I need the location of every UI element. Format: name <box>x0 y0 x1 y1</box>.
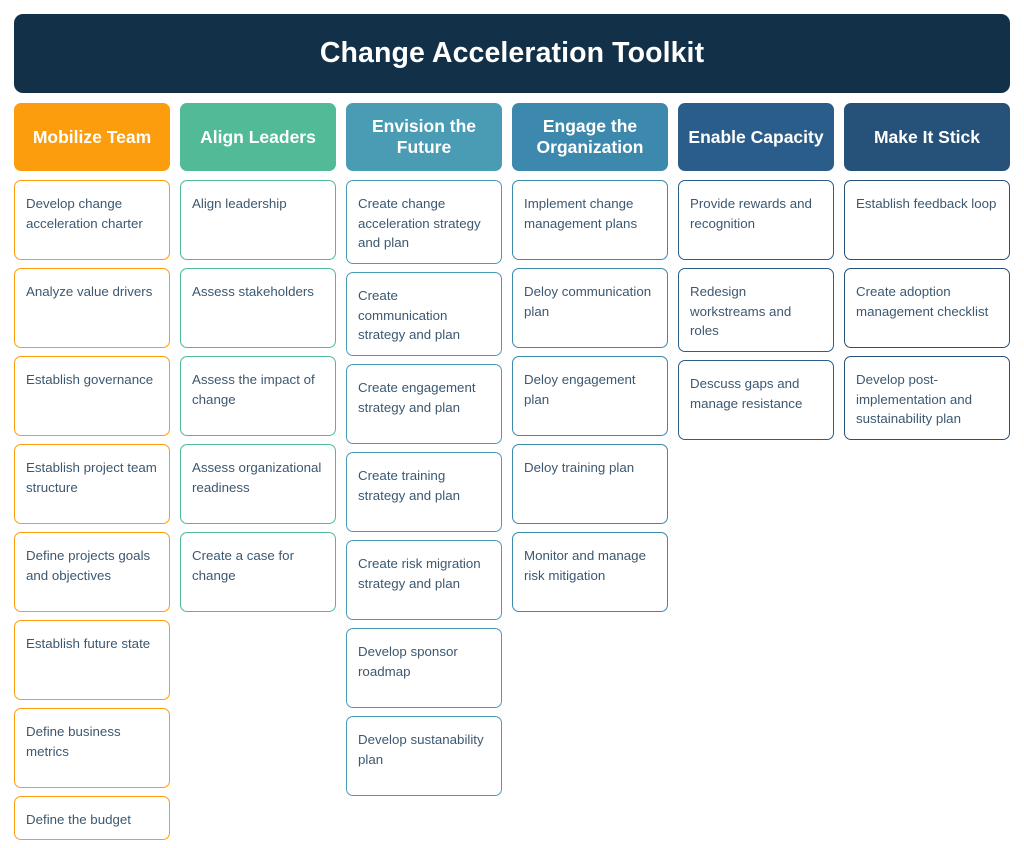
task-card-label: Create training strategy and plan <box>358 468 461 503</box>
column-header-align-leaders[interactable]: Align Leaders <box>180 103 336 171</box>
task-card[interactable]: Assess the impact of change <box>180 356 336 436</box>
task-card[interactable]: Assess organizational readiness <box>180 444 336 524</box>
task-card-label: Establish feedback loop <box>856 196 997 211</box>
task-card[interactable]: Create risk migration strategy and plan <box>346 540 502 621</box>
column-header-label: Engage the Organization <box>536 116 644 157</box>
task-card[interactable]: Create adoption management checklist <box>844 268 1010 348</box>
task-card-label: Develop change acceleration charter <box>26 196 143 231</box>
task-card-label: Create risk migration strategy and plan <box>358 556 481 591</box>
task-card[interactable]: Monitor and manage risk mitigation <box>512 532 668 612</box>
page-title-banner: Change Acceleration Toolkit <box>14 14 1010 93</box>
task-card[interactable]: Create communication strategy and plan <box>346 272 502 357</box>
task-card[interactable]: Develop change acceleration charter <box>14 180 170 260</box>
task-card[interactable]: Deloy communication plan <box>512 268 668 348</box>
task-card-label: Create adoption management checklist <box>856 284 989 319</box>
task-card-label: Establish future state <box>26 636 151 651</box>
task-card[interactable]: Create a case for change <box>180 532 336 612</box>
column-header-label: Align Leaders <box>200 126 316 147</box>
task-card-label: Assess the impact of change <box>192 372 315 407</box>
task-card-label: Descuss gaps and manage resistance <box>690 376 803 411</box>
task-card-label: Establish governance <box>26 372 154 387</box>
toolkit-board: Change Acceleration Toolkit Mobilize Tea… <box>14 14 1010 840</box>
task-card-label: Define projects goals and objectives <box>26 548 151 583</box>
task-card-label: Create change acceleration strategy and … <box>358 196 481 251</box>
task-card-label: Create communication strategy and plan <box>358 288 461 343</box>
task-card[interactable]: Create engagement strategy and plan <box>346 364 502 445</box>
task-card[interactable]: Assess stakeholders <box>180 268 336 348</box>
column-header-enable-capacity[interactable]: Enable Capacity <box>678 103 834 171</box>
task-card[interactable]: Define the budget <box>14 796 170 840</box>
task-card[interactable]: Establish feedback loop <box>844 180 1010 260</box>
task-card-label: Assess stakeholders <box>192 284 314 299</box>
task-card-label: Redesign workstreams and roles <box>690 284 792 339</box>
task-card-label: Deloy engagement plan <box>524 372 636 407</box>
task-card-label: Define business metrics <box>26 724 121 759</box>
task-card-label: Assess organizational readiness <box>192 460 322 495</box>
task-card[interactable]: Deloy training plan <box>512 444 668 524</box>
task-card[interactable]: Define projects goals and objectives <box>14 532 170 612</box>
task-card[interactable]: Establish future state <box>14 620 170 700</box>
task-card-label: Provide rewards and recognition <box>690 196 812 231</box>
column-header-engage-the-organization[interactable]: Engage the Organization <box>512 103 668 171</box>
column-header-mobilize-team[interactable]: Mobilize Team <box>14 103 170 171</box>
task-card[interactable]: Align leadership <box>180 180 336 260</box>
task-card-label: Deloy training plan <box>524 460 635 475</box>
task-card[interactable]: Redesign workstreams and roles <box>678 268 834 353</box>
task-card-label: Develop post-implementation and sustaina… <box>856 372 973 427</box>
task-card[interactable]: Establish project team structure <box>14 444 170 524</box>
task-card[interactable]: Develop sponsor roadmap <box>346 628 502 709</box>
column-header-label: Mobilize Team <box>32 126 152 147</box>
column-header-label: Envision the Future <box>371 116 477 157</box>
task-card[interactable]: Establish governance <box>14 356 170 436</box>
task-card-label: Analyze value drivers <box>26 284 153 299</box>
task-card-label: Deloy communication plan <box>524 284 652 319</box>
task-card-label: Monitor and manage risk mitigation <box>524 548 646 583</box>
task-card-label: Create a case for change <box>192 548 294 583</box>
column-header-envision-the-future[interactable]: Envision the Future <box>346 103 502 171</box>
task-card[interactable]: Analyze value drivers <box>14 268 170 348</box>
task-card-label: Align leadership <box>192 196 287 211</box>
task-card[interactable]: Descuss gaps and manage resistance <box>678 360 834 441</box>
task-card[interactable]: Create training strategy and plan <box>346 452 502 533</box>
task-card-label: Develop sponsor roadmap <box>358 644 458 679</box>
task-card-label: Establish project team structure <box>26 460 157 495</box>
task-card[interactable]: Create change acceleration strategy and … <box>346 180 502 265</box>
task-card[interactable]: Develop sustanability plan <box>346 716 502 797</box>
task-card[interactable]: Deloy engagement plan <box>512 356 668 436</box>
task-card[interactable]: Develop post-implementation and sustaina… <box>844 356 1010 441</box>
column-header-label: Enable Capacity <box>688 126 824 147</box>
column-header-label: Make It Stick <box>873 126 981 147</box>
task-card-label: Implement change management plans <box>524 196 638 231</box>
task-card[interactable]: Define business metrics <box>14 708 170 788</box>
column-header-make-it-stick[interactable]: Make It Stick <box>844 103 1010 171</box>
task-card[interactable]: Provide rewards and recognition <box>678 180 834 260</box>
page-title: Change Acceleration Toolkit <box>319 36 705 69</box>
task-card[interactable]: Implement change management plans <box>512 180 668 260</box>
task-card-label: Define the budget <box>26 812 131 827</box>
task-card-label: Develop sustanability plan <box>358 732 484 767</box>
task-card-label: Create engagement strategy and plan <box>358 380 476 415</box>
